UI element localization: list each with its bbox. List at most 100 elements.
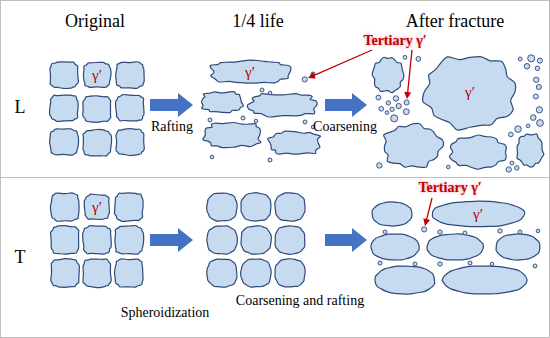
tertiary-particle: [518, 57, 522, 61]
tertiary-particle: [530, 115, 536, 121]
gamma-prime-particle: [442, 266, 527, 294]
gamma-prime-particle: [275, 226, 305, 255]
row-divider: [0, 177, 550, 178]
gamma-prime-particle: [275, 193, 305, 221]
leader-arrow: [404, 50, 412, 99]
gamma-prime-particle: [115, 226, 144, 255]
particle-shape: [432, 201, 524, 227]
tertiary-group: [208, 55, 543, 268]
tertiary-particle: [535, 66, 540, 71]
arrow-group: [150, 93, 367, 252]
phase-label: γ′: [245, 64, 255, 81]
process-arrow: [325, 93, 367, 117]
leader-head: [404, 92, 411, 99]
tertiary-particle: [416, 57, 421, 62]
gamma-prime-particle: [372, 202, 412, 226]
gamma-prime-particle: [50, 129, 79, 155]
tertiary-particle: [515, 126, 522, 133]
caption-label: Coarsening and rafting: [236, 293, 364, 308]
tertiary-particle: [518, 230, 522, 234]
tertiary-particle: [404, 100, 409, 105]
gamma-prime-particle: γ′: [430, 200, 526, 228]
caption-label: L: [15, 98, 26, 118]
gamma-prime-particle: [247, 94, 317, 117]
gamma-prime-particle: [496, 234, 540, 260]
tertiary-particle: [391, 115, 398, 122]
gamma-prime-particle: [116, 62, 144, 89]
tertiary-particle: [490, 262, 494, 266]
tertiary-particle: [537, 58, 542, 63]
gamma-prime-particle: [207, 259, 237, 287]
tertiary-particle: [438, 230, 442, 234]
particle-shape: [83, 62, 111, 87]
process-arrow: [325, 228, 367, 252]
gamma-prime-particle: γ′: [206, 59, 294, 85]
leader-line: [313, 50, 372, 76]
gamma-prime-particle: [83, 259, 111, 288]
gamma-prime-particle: [51, 259, 80, 288]
gamma-prime-particle: [83, 129, 112, 155]
tertiary-particle: [403, 109, 409, 115]
gamma-prime-particle: [207, 226, 237, 254]
tertiary-particle: [447, 165, 451, 169]
tertiary-particle: [396, 103, 401, 108]
gamma-prime-particle: [203, 122, 261, 147]
gamma-prime-particle: [207, 193, 237, 221]
gamma-prime-particle: [50, 62, 79, 89]
tertiary-particle: [390, 107, 394, 111]
leader-arrow: [308, 50, 372, 78]
caption-label: Spheroidization: [121, 305, 210, 320]
gamma-prime-particle: [83, 226, 112, 255]
tertiary-particle: [438, 262, 442, 266]
tertiary-particle: [463, 231, 467, 235]
gamma-prime-particle: [50, 95, 79, 121]
tertiary-particle: [383, 230, 387, 234]
process-arrow: [150, 93, 193, 117]
particle-shape: [84, 194, 109, 219]
gamma-prime-particle: [241, 259, 272, 287]
gamma-prime-particle: [114, 259, 143, 287]
gamma-prime-particle: [372, 57, 404, 92]
leader-head: [423, 218, 430, 226]
gamma-prime-particle: [268, 131, 321, 154]
tertiary-particle: [422, 227, 427, 232]
gamma-prime-particle: [50, 193, 79, 221]
gamma-prime-particle: [241, 226, 271, 254]
leader-line: [408, 50, 412, 93]
leader-head: [308, 72, 316, 78]
particle-shape: [210, 60, 291, 83]
tertiary-particle: [533, 94, 538, 99]
tertiary-particle: [498, 229, 502, 233]
callout-label: Tertiary γ′: [363, 33, 426, 48]
tertiary-particle: [241, 116, 245, 120]
tertiary-particle: [506, 167, 511, 172]
particle-shape: [423, 57, 516, 130]
tertiary-particle: [403, 55, 407, 59]
tertiary-particle: [528, 55, 535, 62]
tertiary-particle: [533, 77, 538, 82]
tertiary-particle: [303, 120, 307, 124]
process-arrow: [150, 228, 193, 252]
tertiary-particle: [378, 261, 382, 265]
tertiary-particle: [268, 158, 272, 162]
gamma-prime-particle: [384, 123, 444, 167]
tertiary-particle: [208, 118, 212, 122]
caption-label: Rafting: [151, 119, 193, 134]
caption-label: Coarsening: [313, 119, 377, 134]
leader-line: [426, 198, 432, 220]
gamma-prime-particle: [371, 234, 419, 260]
gamma-prime-particle: γ′: [420, 52, 520, 132]
tertiary-particle: [377, 163, 382, 168]
gamma-prime-particle: [241, 193, 271, 221]
tertiary-particle: [533, 264, 537, 268]
particle-group: [50, 57, 544, 294]
tertiary-particle: [385, 111, 389, 115]
phase-label: γ′: [92, 67, 102, 84]
caption-label: T: [15, 248, 26, 268]
phase-label: γ′: [473, 206, 483, 223]
tertiary-particle: [379, 106, 384, 111]
gamma-prime-particle: [275, 259, 305, 287]
gamma-prime-particle: [83, 96, 111, 123]
caption-label: After fracture: [406, 12, 504, 32]
